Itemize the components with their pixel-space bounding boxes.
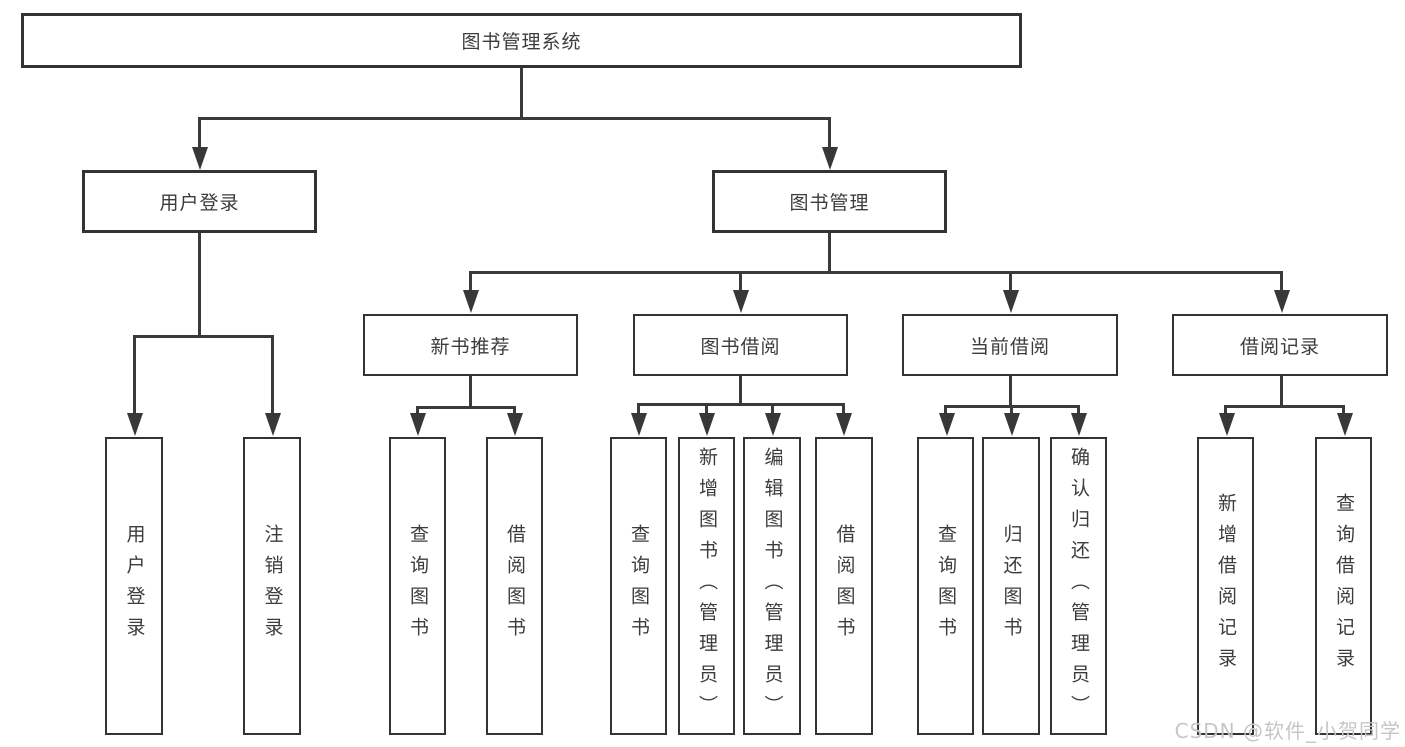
connector-line [1010, 405, 1013, 416]
leaf-nb-query-book: 查询图书 [389, 437, 446, 735]
leaf-label: 归还图书 [1000, 524, 1023, 648]
arrowhead [733, 290, 749, 313]
connector-line [1280, 376, 1283, 407]
leaf-br-add-record: 新增借阅记录 [1197, 437, 1254, 735]
leaf-user-login: 用户登录 [105, 437, 163, 735]
connector-line [1009, 376, 1012, 407]
node-label: 图书管理系统 [461, 31, 582, 53]
connector-line [513, 406, 516, 416]
connector-line [133, 335, 274, 338]
leaf-label: 查询图书 [628, 524, 650, 648]
connector-line [637, 403, 845, 406]
connector-line [637, 403, 640, 416]
arrowhead [265, 413, 281, 436]
arrowhead [192, 147, 208, 170]
connector-line [944, 405, 947, 416]
arrowhead [836, 413, 852, 436]
connector-line [416, 406, 419, 416]
leaf-logout: 注销登录 [243, 437, 301, 735]
node-book-management: 图书管理 [712, 170, 947, 233]
arrowhead [631, 413, 647, 436]
leaf-label: 查询图书 [935, 524, 957, 648]
connector-line [520, 68, 523, 118]
arrowhead [822, 147, 838, 170]
leaf-nb-borrow-book: 借阅图书 [486, 437, 543, 735]
connector-line [842, 403, 845, 416]
arrowhead [1003, 290, 1019, 313]
connector-line [133, 335, 136, 415]
arrowhead [765, 413, 781, 436]
node-borrowing-records: 借阅记录 [1172, 314, 1388, 376]
leaf-br-query-record: 查询借阅记录 [1315, 437, 1372, 735]
connector-line [469, 271, 472, 293]
arrowhead [507, 413, 523, 436]
connector-line [1077, 405, 1080, 416]
arrowhead [1274, 290, 1290, 313]
leaf-cb-confirm-return-admin: 确认归还（管理员） [1050, 437, 1107, 735]
leaf-cb-return-book: 归还图书 [982, 437, 1040, 735]
connector-line [469, 376, 472, 408]
connector-line [828, 117, 831, 149]
connector-line [416, 406, 515, 409]
node-label: 图书借阅 [700, 335, 781, 358]
leaf-label: 确认归还（管理员） [1068, 446, 1090, 726]
leaf-bb-add-book-admin: 新增图书（管理员） [678, 437, 735, 735]
arrowhead [463, 290, 479, 313]
arrowhead [1337, 413, 1353, 436]
leaf-label: 编辑图书（管理员） [761, 446, 784, 726]
connector-line [1009, 271, 1012, 293]
arrowhead [1219, 413, 1235, 436]
node-user-login: 用户登录 [82, 170, 317, 233]
node-label: 借阅记录 [1239, 335, 1320, 358]
node-label: 新书推荐 [430, 335, 511, 358]
connector-line [198, 117, 831, 120]
connector-line [1224, 405, 1345, 408]
connector-line [1224, 405, 1227, 416]
connector-line [198, 117, 201, 149]
node-label: 图书管理 [789, 192, 870, 214]
node-label: 当前借阅 [969, 335, 1050, 358]
leaf-cb-query-book: 查询图书 [917, 437, 974, 735]
connector-line [771, 403, 774, 416]
arrowhead [410, 413, 426, 436]
leaf-label: 查询图书 [407, 524, 429, 648]
leaf-bb-edit-book-admin: 编辑图书（管理员） [743, 437, 801, 735]
leaf-label: 注销登录 [261, 524, 284, 648]
leaf-label: 借阅图书 [833, 524, 856, 648]
arrowhead [939, 413, 955, 436]
node-current-borrowing: 当前借阅 [902, 314, 1118, 376]
connector-line [271, 335, 274, 415]
node-library-management-system: 图书管理系统 [21, 13, 1022, 68]
leaf-label: 查询借阅记录 [1333, 493, 1355, 679]
arrowhead [127, 413, 143, 436]
node-book-borrowing: 图书借阅 [633, 314, 848, 376]
leaf-label: 新增图书（管理员） [696, 446, 718, 726]
leaf-label: 借阅图书 [504, 524, 526, 648]
connector-line [705, 403, 708, 416]
connector-line [469, 271, 1282, 274]
connector-line [739, 271, 742, 293]
connector-line [1280, 271, 1283, 293]
connector-line [198, 233, 201, 336]
connector-line [739, 376, 742, 405]
arrowhead [1071, 413, 1087, 436]
node-label: 用户登录 [159, 192, 240, 214]
arrowhead [699, 413, 715, 436]
arrowhead [1004, 413, 1020, 436]
leaf-label: 新增借阅记录 [1215, 493, 1237, 679]
connector-line [828, 233, 831, 273]
connector-line [1342, 405, 1345, 416]
leaf-label: 用户登录 [123, 524, 146, 648]
leaf-bb-query-book: 查询图书 [610, 437, 667, 735]
leaf-bb-borrow-book: 借阅图书 [815, 437, 873, 735]
watermark: CSDN @软件_小贺同学 [1174, 719, 1401, 743]
node-new-book-recommend: 新书推荐 [363, 314, 578, 376]
